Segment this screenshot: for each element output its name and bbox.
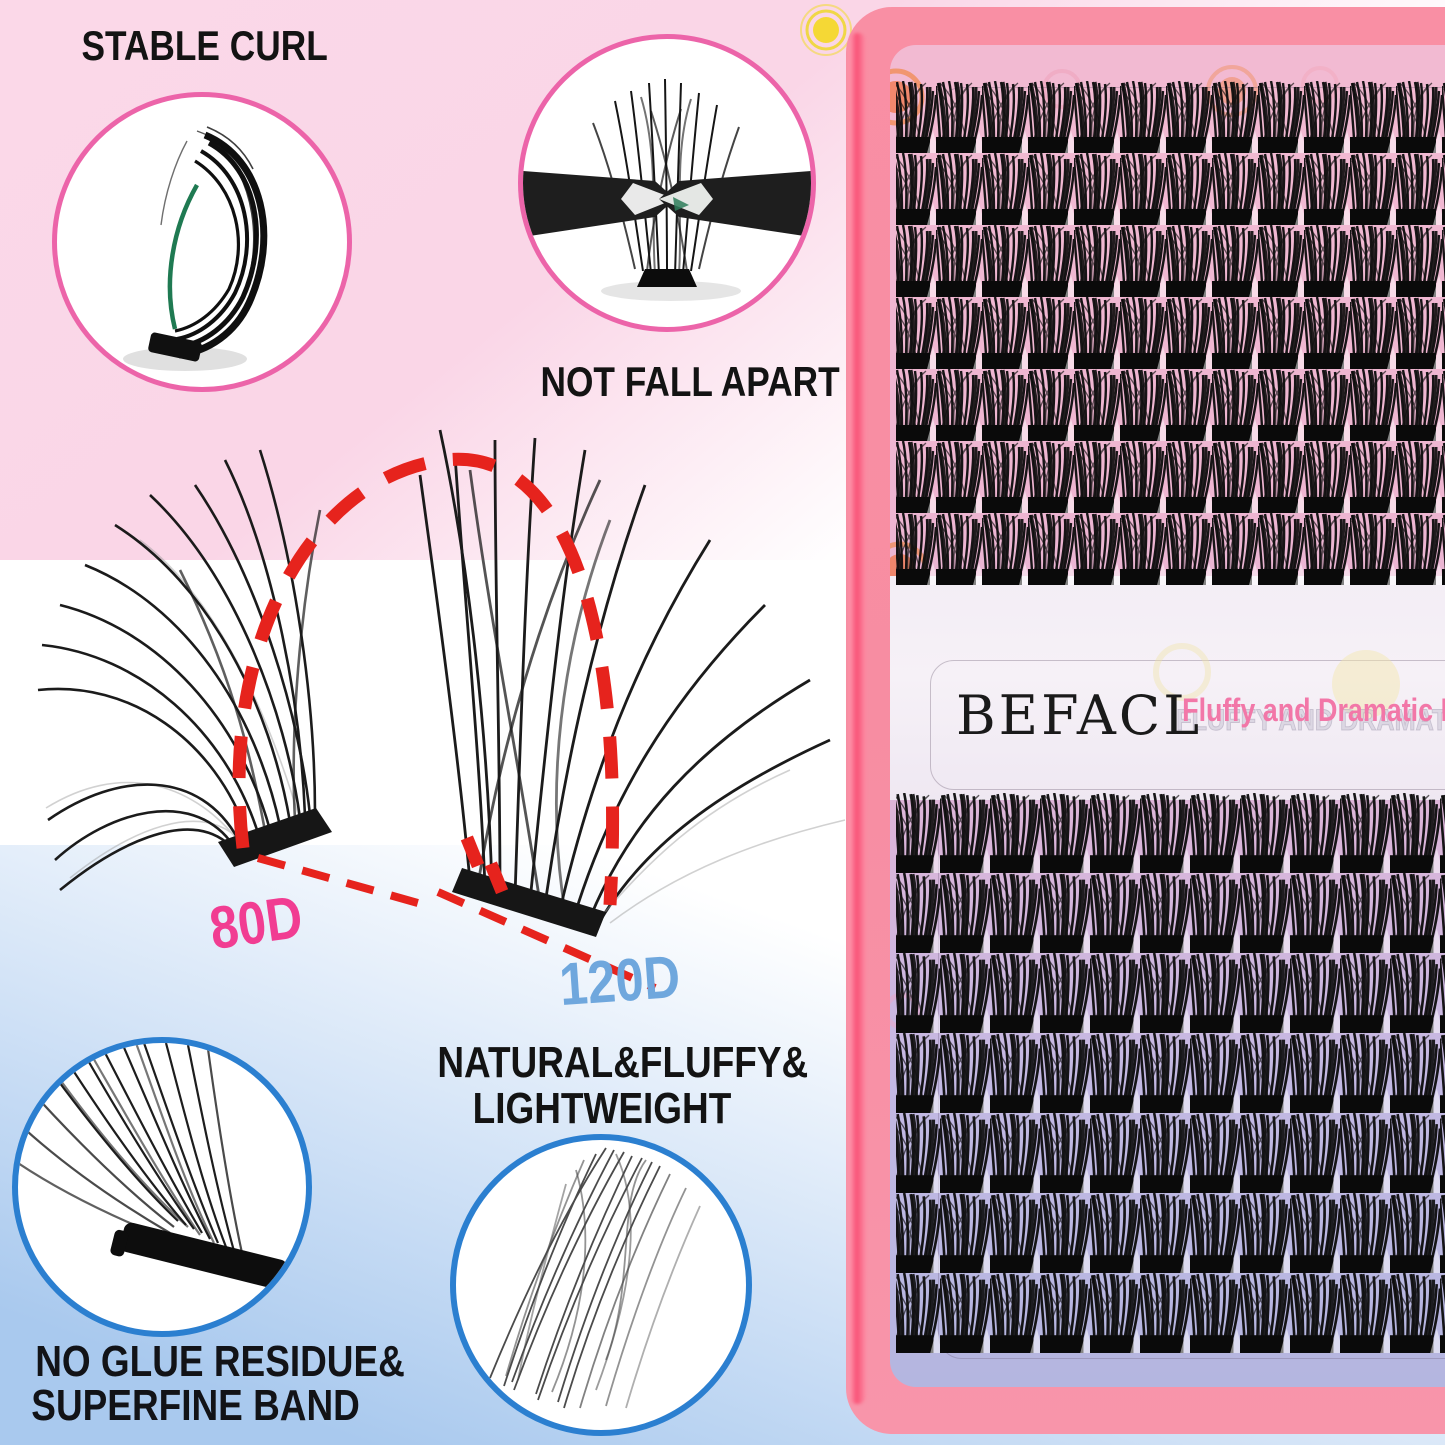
upper-lash-rows — [896, 81, 1445, 585]
brand-band: FLUFFY AND DRAMATIC BEFACL Fluffy and Dr… — [890, 576, 1445, 800]
red-dashed-base-line-120d — [436, 888, 657, 992]
brand-tagline-watermark: FLUFFY AND DRAMATIC — [1176, 704, 1445, 738]
superfine-band-illustration — [18, 1043, 288, 1290]
stable-curl-photo-circle — [52, 92, 352, 392]
natural-fluffy-line2: LIGHTWEIGHT — [472, 1084, 732, 1133]
yellow-rings-decoration — [800, 4, 852, 56]
natural-fluffy-heading: NATURAL&FLUFFY& LIGHTWEIGHT — [402, 1040, 808, 1133]
fluffy-lash-illustration — [489, 1147, 701, 1409]
lower-lash-rows — [896, 793, 1445, 1353]
cluster-base-120d — [452, 868, 606, 937]
no-glue-heading: NO GLUE RESIDUE& SUPERFINE BAND — [0, 1340, 405, 1430]
no-glue-photo-circle — [12, 1037, 312, 1337]
brand-tagline: Fluffy and Dramatic L — [1182, 692, 1445, 728]
lash-tray: FLUFFY AND DRAMATIC BEFACL Fluffy and Dr… — [846, 7, 1445, 1434]
not-fall-apart-heading: NOT FALL APART — [510, 358, 870, 406]
cluster-comparison-illustration — [37, 429, 846, 992]
tweezers-lash-illustration — [523, 78, 811, 301]
stable-curl-heading: STABLE CURL — [40, 22, 370, 70]
tray-edge-highlight — [849, 33, 866, 1404]
stable-curl-label: STABLE CURL — [81, 22, 329, 69]
curled-lash-illustration — [123, 126, 268, 371]
brand-band-outline — [930, 660, 1445, 790]
superfine-band — [120, 1222, 288, 1290]
natural-fluffy-line1: NATURAL&FLUFFY& — [437, 1038, 809, 1087]
no-glue-line1: NO GLUE RESIDUE& — [35, 1337, 405, 1386]
band-decorations — [1153, 643, 1400, 718]
red-dashed-curl-arc — [232, 452, 620, 906]
cluster-base-80d — [218, 808, 332, 867]
not-fall-apart-photo-circle — [518, 34, 816, 332]
lash-cluster-rows — [896, 81, 1445, 1353]
not-fall-apart-label: NOT FALL APART — [540, 358, 840, 405]
density-label-120d: 120D — [557, 942, 683, 1019]
no-glue-line2: SUPERFINE BAND — [31, 1381, 360, 1430]
red-dashed-base-line-80d — [256, 854, 427, 909]
lash-cluster-base — [637, 269, 697, 287]
brand-logo: BEFACL — [956, 684, 1203, 747]
natural-fluffy-photo-circle — [450, 1134, 752, 1436]
tray-interior: FLUFFY AND DRAMATIC BEFACL Fluffy and Dr… — [890, 45, 1445, 1387]
